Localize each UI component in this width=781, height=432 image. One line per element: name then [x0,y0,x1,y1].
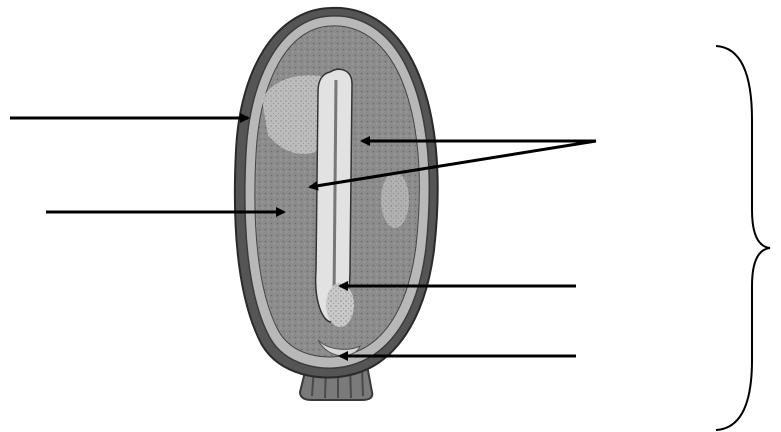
seed-section [235,8,438,400]
cotyledon-inner-line [334,80,336,300]
radicle-region [326,283,354,327]
right-speckle-patch [381,172,409,228]
right-curly-brace [716,46,770,430]
